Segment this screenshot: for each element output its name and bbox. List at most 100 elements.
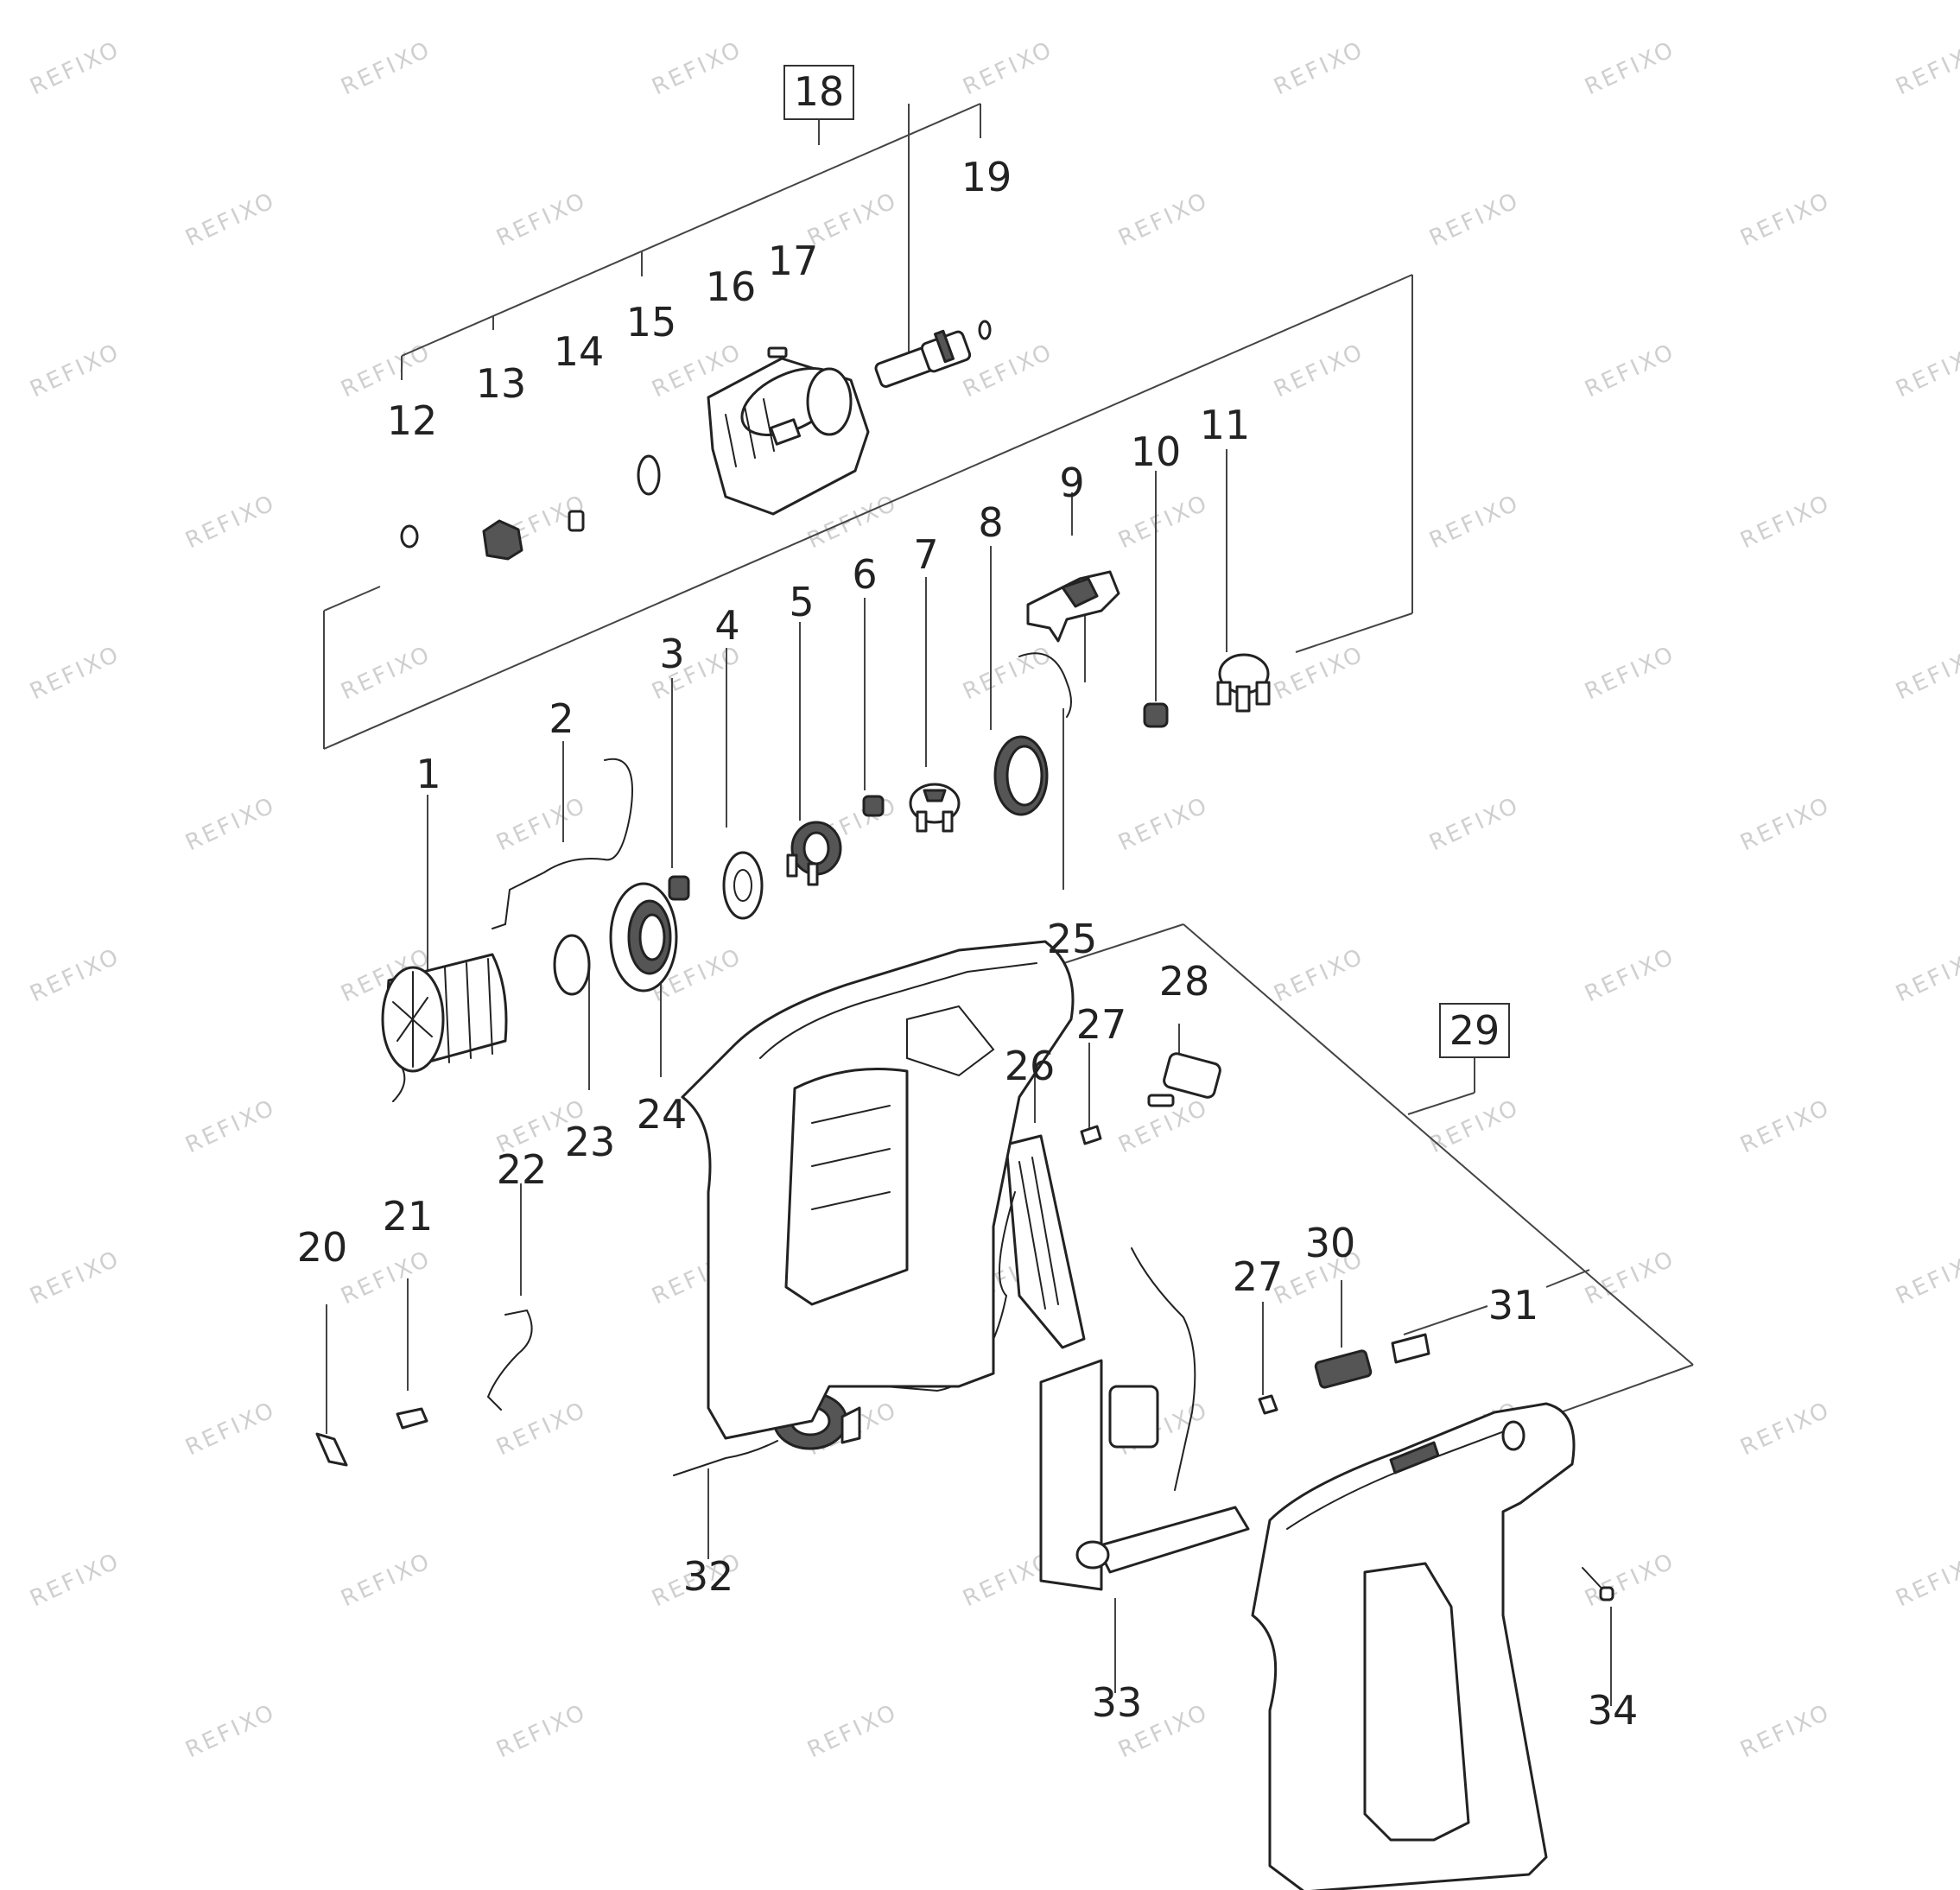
part-11-coupling <box>1216 653 1271 713</box>
part-13-knob <box>482 519 523 561</box>
part-34-screw <box>1582 1567 1614 1601</box>
part-30-switch <box>1314 1349 1373 1389</box>
watermark-text: REFIXO <box>1425 490 1524 554</box>
label-21: 21 <box>383 1193 434 1240</box>
watermark-text: REFIXO <box>959 641 1057 705</box>
watermark-text: REFIXO <box>337 641 435 705</box>
label-6: 6 <box>852 551 877 598</box>
part-spindle <box>874 329 972 388</box>
watermark-text: REFIXO <box>1425 187 1524 251</box>
group-label-29: 29 <box>1449 1007 1500 1054</box>
part-3-gear <box>668 875 690 901</box>
label-14: 14 <box>554 328 605 375</box>
label-10: 10 <box>1131 428 1182 475</box>
part-24-ring-gear <box>609 882 678 993</box>
label-33: 33 <box>1092 1679 1143 1726</box>
label-12: 12 <box>387 397 438 444</box>
part-25-spring <box>1018 652 1072 718</box>
part-33-electronics <box>1039 1247 1250 1591</box>
watermark-text: REFIXO <box>26 339 124 403</box>
part-27a-clip <box>1080 1125 1102 1145</box>
label-5: 5 <box>789 579 814 625</box>
label-11: 11 <box>1200 402 1251 448</box>
watermark-text: REFIXO <box>1581 641 1679 705</box>
part-9-bracket <box>1026 570 1120 643</box>
part-20-label <box>315 1432 348 1467</box>
label-25: 25 <box>1047 916 1098 962</box>
label-24: 24 <box>637 1091 688 1138</box>
part-10-roller <box>1143 702 1169 728</box>
watermark-text: REFIXO <box>1892 641 1960 705</box>
part-16-gear-housing <box>707 357 870 516</box>
watermark-text: REFIXO <box>959 339 1057 403</box>
watermark-text: REFIXO <box>1892 943 1960 1007</box>
watermark-text: REFIXO <box>1581 943 1679 1007</box>
part-1-motor <box>381 953 508 1102</box>
watermark-text: REFIXO <box>492 792 591 856</box>
label-22: 22 <box>497 1146 548 1193</box>
watermark-text: REFIXO <box>337 1548 435 1612</box>
part-19-ring <box>978 320 992 340</box>
watermark-text: REFIXO <box>1114 490 1213 554</box>
watermark-text: REFIXO <box>1736 187 1835 251</box>
label-31: 31 <box>1488 1282 1539 1329</box>
leader-lines <box>323 103 1694 1706</box>
watermark-text: REFIXO <box>1581 339 1679 403</box>
watermark-text: REFIXO <box>1581 1246 1679 1310</box>
watermark-text: REFIXO <box>1892 1246 1960 1310</box>
part-17-clip <box>767 346 788 358</box>
part-7-planet-carrier <box>909 783 961 833</box>
watermark-text: REFIXO <box>1736 792 1835 856</box>
watermark-text: REFIXO <box>1270 943 1368 1007</box>
watermark-text: REFIXO <box>181 490 280 554</box>
watermark-text: REFIXO <box>1736 1699 1835 1763</box>
label-4: 4 <box>714 602 739 649</box>
label-8: 8 <box>978 499 1003 546</box>
part-8-ring-gear <box>993 735 1049 816</box>
label-9: 9 <box>1059 460 1084 506</box>
watermark-layer: REFIXO REFIXO REFIXO REFIXO REFIXO REFIXO REFI… <box>26 36 1960 1763</box>
part-31-label <box>1391 1333 1430 1364</box>
watermark-text: REFIXO <box>26 641 124 705</box>
label-1: 1 <box>415 751 441 797</box>
watermark-text: REFIXO <box>803 490 902 554</box>
watermark-text: REFIXO <box>1270 36 1368 100</box>
watermark-text: REFIXO <box>181 1094 280 1158</box>
label-34: 34 <box>1588 1687 1639 1734</box>
group-label-29-box: 29 <box>1439 1003 1510 1058</box>
watermark-text: REFIXO <box>1892 339 1960 403</box>
label-28: 28 <box>1159 958 1210 1005</box>
watermark-text: REFIXO <box>1892 1548 1960 1612</box>
part-28-switch-head <box>1147 1052 1221 1107</box>
label-13: 13 <box>476 360 527 407</box>
watermark-text: REFIXO <box>181 1397 280 1461</box>
part-6-gear <box>862 795 885 817</box>
watermark-text: REFIXO <box>1736 1397 1835 1461</box>
part-left-housing-half <box>681 940 1075 1440</box>
watermark-text: REFIXO <box>492 187 591 251</box>
watermark-text: REFIXO <box>26 943 124 1007</box>
watermark-text: REFIXO <box>959 36 1057 100</box>
label-32: 32 <box>683 1553 734 1600</box>
watermark-text: REFIXO <box>26 1548 124 1612</box>
part-23-o-ring <box>553 934 591 996</box>
watermark-text: REFIXO <box>1736 490 1835 554</box>
label-7: 7 <box>913 531 938 578</box>
watermark-text: REFIXO <box>1425 792 1524 856</box>
watermark-text: REFIXO <box>26 36 124 100</box>
watermark-text: REFIXO <box>648 36 746 100</box>
label-30: 30 <box>1305 1220 1356 1266</box>
watermark-text: REFIXO <box>337 1246 435 1310</box>
watermark-text: REFIXO <box>181 1699 280 1763</box>
part-14-pin <box>568 510 585 532</box>
part-4-plate <box>722 851 764 920</box>
part-27b-clip <box>1258 1394 1278 1415</box>
group-label-18-box: 18 <box>783 65 854 120</box>
label-15: 15 <box>626 299 677 346</box>
label-16: 16 <box>706 263 757 310</box>
label-17: 17 <box>768 238 819 284</box>
watermark-text: REFIXO <box>1270 339 1368 403</box>
label-19: 19 <box>961 154 1012 200</box>
watermark-text: REFIXO <box>803 1699 902 1763</box>
